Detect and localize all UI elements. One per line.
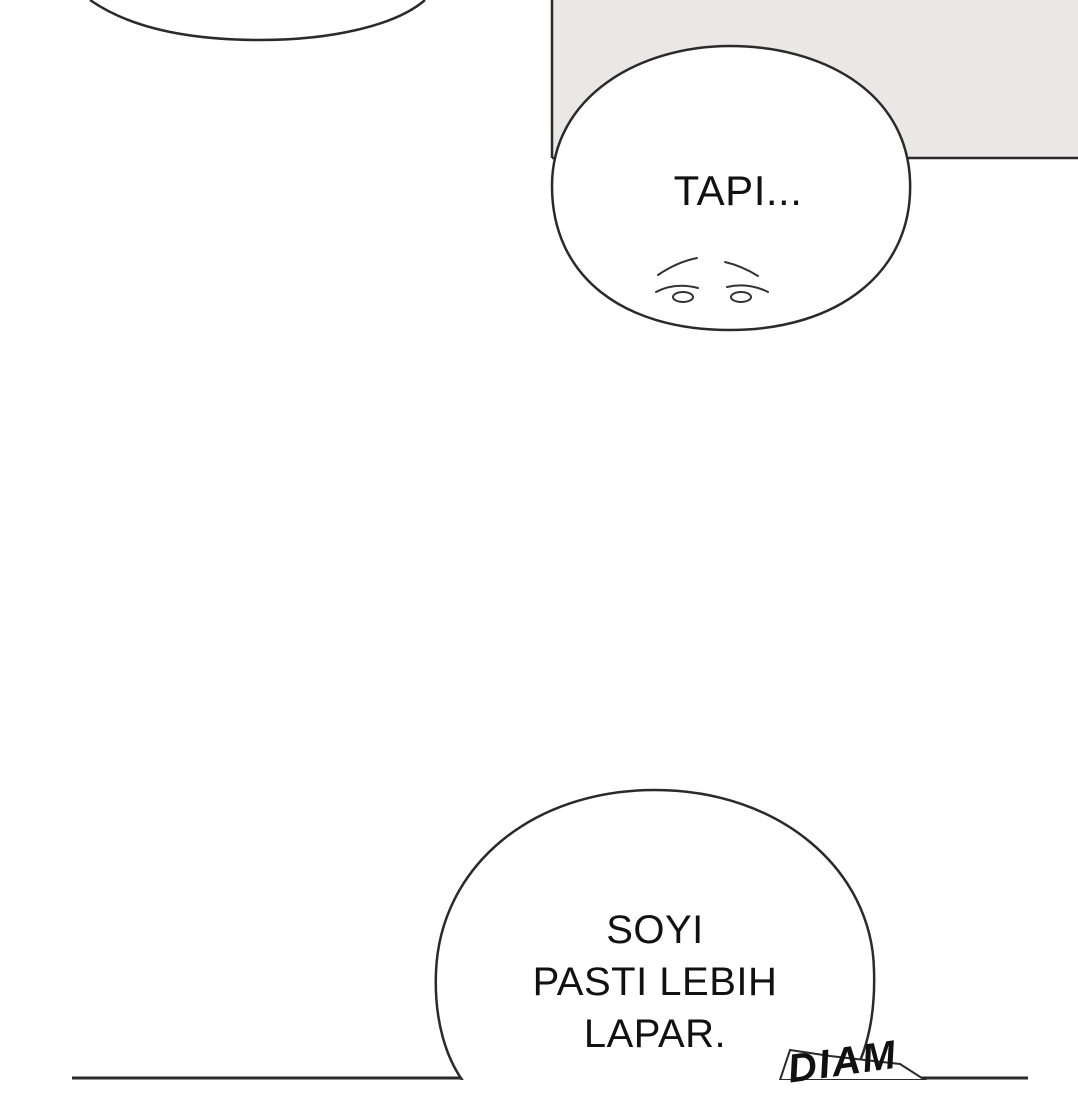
speech-bubble-top-right <box>550 44 912 332</box>
bubble-bottom-line-1: SOYI <box>606 908 704 952</box>
bubble-bottom-line-2: PASTI LEBIH <box>532 960 778 1004</box>
bubble-top-right-text: TAPI... <box>673 167 803 214</box>
worried-face-icon <box>655 257 769 303</box>
bubble-bottom-line-3: LAPAR. <box>583 1012 727 1056</box>
speech-bubble-top-left <box>89 0 426 42</box>
bubble-bottom-text: SOYI PASTI LEBIH LAPAR. <box>480 904 830 1060</box>
